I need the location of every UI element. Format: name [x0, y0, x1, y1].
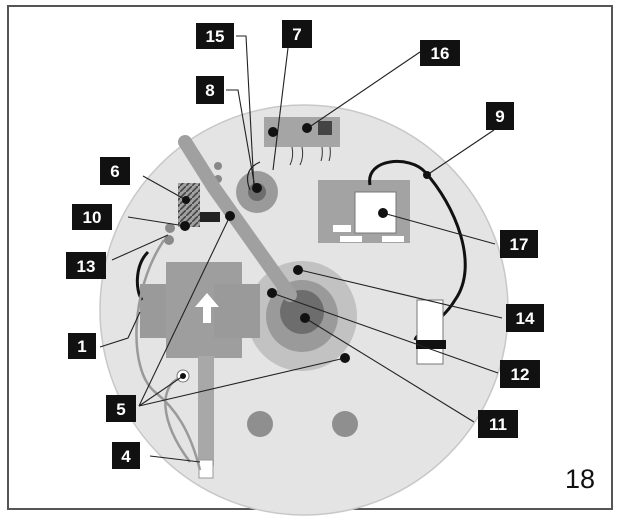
- leader-lines: [99, 35, 503, 463]
- terminal-wires: [289, 146, 331, 166]
- gas-supply-pipe: [198, 356, 214, 466]
- leader-5a: [138, 215, 231, 407]
- callout-16-text: 16: [431, 44, 450, 63]
- dot-16: [302, 123, 312, 133]
- dot-12: [267, 288, 277, 298]
- dot-5b: [180, 373, 186, 379]
- leader-4: [149, 455, 201, 463]
- callout-13-text: 13: [77, 257, 96, 276]
- clip-bar: [200, 212, 220, 222]
- leader-11: [304, 317, 475, 423]
- connection-dots: [180, 123, 431, 379]
- callout-16: 16: [420, 40, 460, 66]
- callout-6-text: 6: [110, 162, 119, 181]
- valve-wire-gray: [135, 239, 202, 471]
- callout-15-text: 15: [206, 27, 225, 46]
- leader-14: [299, 269, 503, 319]
- callout-6: 6: [100, 157, 130, 185]
- callout-14: 14: [506, 304, 544, 332]
- leader-12: [271, 292, 499, 374]
- callout-8-text: 8: [205, 81, 214, 100]
- leader-9: [426, 129, 495, 176]
- callout-1: 1: [68, 333, 96, 359]
- leader-1: [99, 311, 141, 348]
- control-board-display: [354, 191, 397, 234]
- figure-number: 18: [565, 464, 595, 494]
- sensor-tip: [416, 340, 446, 349]
- dot-5a: [225, 211, 235, 221]
- igniter-strip: [178, 183, 200, 227]
- foot-left: [247, 411, 273, 437]
- leader-16: [307, 51, 421, 129]
- callout-12: 12: [500, 360, 540, 388]
- leader-10: [127, 216, 186, 227]
- dot-11: [300, 313, 310, 323]
- board-slot-b: [340, 236, 362, 242]
- callout-11-text: 11: [489, 415, 507, 434]
- callout-5: 5: [106, 395, 136, 422]
- dot-7: [268, 127, 278, 137]
- leader-5b: [138, 375, 184, 407]
- valve-outlet-block: [214, 284, 260, 338]
- dot-9: [423, 171, 431, 179]
- leader-13: [111, 234, 169, 261]
- callout-5-text: 5: [116, 400, 125, 419]
- callout-14-text: 14: [516, 309, 535, 328]
- callout-7: 7: [282, 20, 312, 48]
- pipe-end: [198, 459, 214, 479]
- callout-17: 17: [500, 230, 538, 258]
- leader-8: [226, 89, 256, 189]
- callout-15: 15: [196, 23, 234, 49]
- callout-4: 4: [112, 442, 140, 469]
- dot-5c: [340, 353, 350, 363]
- dot-15: [252, 183, 262, 193]
- board-slot-c: [382, 236, 404, 242]
- callout-4-text: 4: [121, 447, 131, 466]
- callout-7-text: 7: [292, 25, 301, 44]
- callout-13: 13: [66, 252, 106, 279]
- leader-15: [236, 35, 255, 189]
- sensor-bracket: [416, 299, 444, 365]
- callout-10: 10: [72, 204, 112, 230]
- dot-14: [293, 265, 303, 275]
- terminal-relay: [318, 121, 332, 135]
- callout-10-text: 10: [83, 208, 102, 227]
- callout-17-text: 17: [510, 235, 529, 254]
- flow-arrow-icon: [195, 293, 219, 323]
- callout-12-text: 12: [511, 365, 530, 384]
- callout-9-text: 9: [495, 107, 504, 126]
- pilot-tube: [178, 135, 297, 302]
- leader-17: [382, 212, 496, 245]
- dot-10: [180, 221, 190, 231]
- callout-8: 8: [196, 76, 224, 104]
- leader-5c: [138, 357, 346, 407]
- leader-6: [142, 175, 187, 201]
- board-slot-a: [333, 225, 351, 232]
- dot-17: [378, 208, 388, 218]
- foot-right: [332, 411, 358, 437]
- callout-11: 11: [478, 410, 518, 438]
- fitting-13: [164, 235, 174, 245]
- dot-6: [182, 196, 190, 204]
- switch-wire: [247, 161, 261, 191]
- fitting-10: [165, 223, 175, 233]
- valve-wire-gray-2: [164, 376, 191, 463]
- leader-7: [272, 47, 289, 171]
- screw-a: [214, 162, 222, 170]
- callout-1-text: 1: [77, 337, 86, 356]
- callout-9: 9: [486, 102, 514, 130]
